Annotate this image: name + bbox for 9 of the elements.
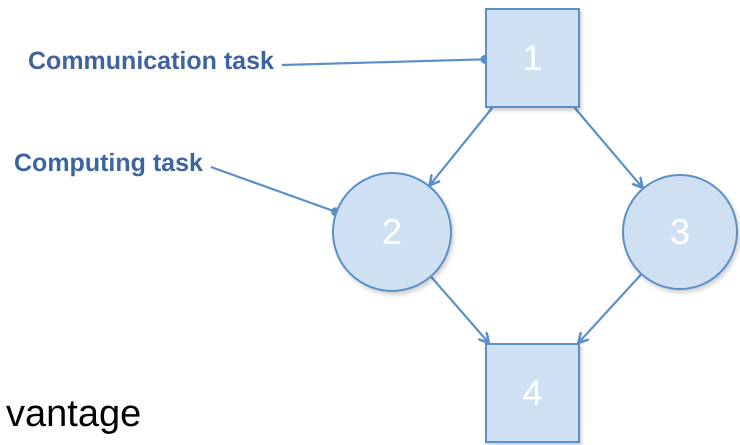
arrow	[574, 107, 644, 190]
arrow	[430, 276, 490, 344]
task-box	[485, 8, 580, 108]
task-box	[485, 343, 580, 443]
arrow	[428, 107, 493, 187]
arrow	[577, 274, 642, 344]
annotation-text: Computing task	[14, 148, 203, 178]
annotation-text: Communication task	[28, 46, 274, 76]
slide-text: vantage	[6, 392, 142, 437]
